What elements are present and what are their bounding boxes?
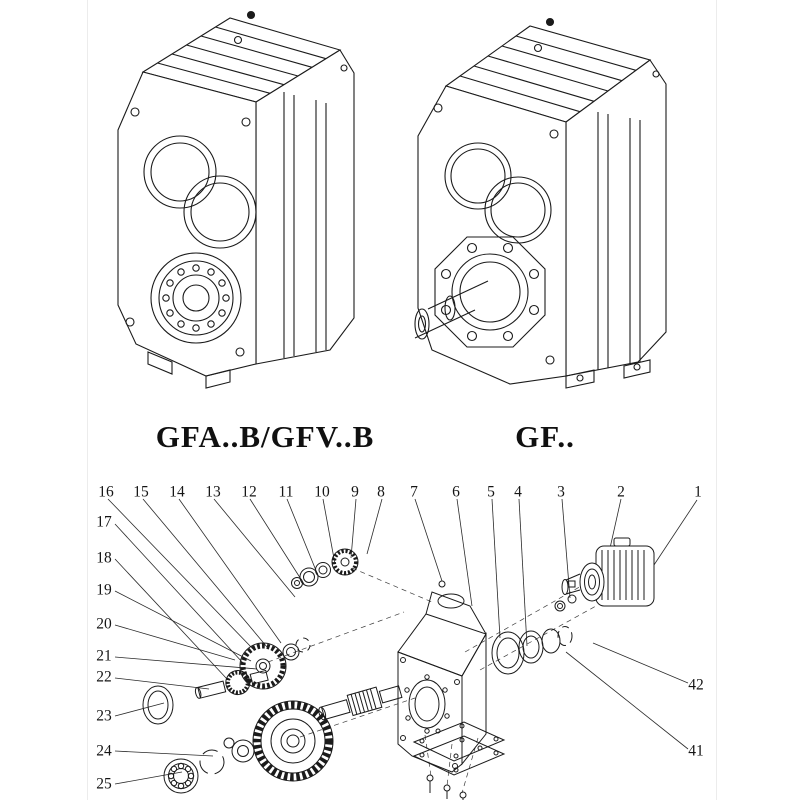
gearbox-line-art-left bbox=[117, 10, 355, 389]
cover-bolts bbox=[426, 774, 467, 800]
washer-circlip-set bbox=[282, 637, 311, 661]
assembly-axis-lines bbox=[267, 567, 597, 794]
part-number-13: 13 bbox=[205, 483, 221, 501]
part-number-11: 11 bbox=[278, 483, 294, 501]
part-number-5: 5 bbox=[487, 483, 495, 501]
part-number-25: 25 bbox=[96, 775, 112, 793]
part-number-22: 22 bbox=[96, 668, 112, 686]
part-number-8: 8 bbox=[377, 483, 385, 501]
part-number-7: 7 bbox=[410, 483, 418, 501]
part-number-1: 1 bbox=[694, 483, 702, 501]
part-number-12: 12 bbox=[241, 483, 257, 501]
leader-lines-top bbox=[107, 498, 698, 650]
part-number-4: 4 bbox=[514, 483, 522, 501]
exploded-parts-diagram bbox=[107, 498, 698, 800]
leader-lines-right bbox=[565, 642, 689, 750]
gearbox-drawing-gfab bbox=[88, 0, 398, 405]
flange-ring-set bbox=[491, 594, 577, 675]
intermediate-gear bbox=[239, 642, 287, 690]
page-edge-left bbox=[87, 0, 88, 800]
part-number-6: 6 bbox=[452, 483, 460, 501]
input-motor-unit bbox=[561, 537, 655, 607]
gearbox-line-art-right bbox=[414, 17, 667, 389]
part-number-17: 17 bbox=[96, 513, 112, 531]
snap-ring-washers bbox=[199, 737, 255, 775]
gearbox-housing bbox=[397, 580, 487, 773]
part-number-21: 21 bbox=[96, 647, 112, 665]
pinion-shaft bbox=[318, 685, 403, 721]
gasket-plates bbox=[412, 721, 506, 776]
leader-lines-left bbox=[114, 523, 258, 785]
part-number-2: 2 bbox=[617, 483, 625, 501]
gearbox-drawing-gf bbox=[398, 4, 718, 399]
part-number-9: 9 bbox=[351, 483, 359, 501]
model-label-gf: GF.. bbox=[515, 419, 575, 454]
part-number-24: 24 bbox=[96, 742, 112, 760]
part-number-20: 20 bbox=[96, 615, 112, 633]
page-edge-right bbox=[716, 0, 717, 800]
ball-bearing bbox=[163, 758, 199, 794]
part-number-18: 18 bbox=[96, 549, 112, 567]
input-gear-set bbox=[291, 548, 359, 589]
intermediate-shaft bbox=[194, 669, 269, 699]
part-number-41: 41 bbox=[688, 742, 704, 760]
part-number-14: 14 bbox=[169, 483, 185, 501]
part-number-42: 42 bbox=[688, 676, 704, 694]
part-number-3: 3 bbox=[557, 483, 565, 501]
part-number-10: 10 bbox=[314, 483, 330, 501]
model-label-gfab: GFA..B/GFV..B bbox=[155, 419, 375, 454]
part-number-15: 15 bbox=[133, 483, 149, 501]
part-number-16: 16 bbox=[98, 483, 114, 501]
part-number-19: 19 bbox=[96, 581, 112, 599]
oil-seal bbox=[142, 685, 174, 725]
output-gear bbox=[252, 700, 334, 782]
part-number-23: 23 bbox=[96, 707, 112, 725]
